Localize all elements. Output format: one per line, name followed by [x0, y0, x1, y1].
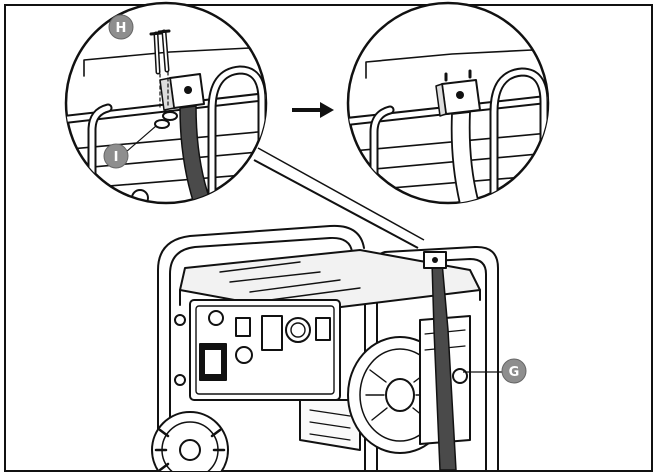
- callout-i: I: [103, 125, 157, 169]
- panel-knob-1: [208, 310, 224, 326]
- panel-bolt-1: [174, 314, 186, 326]
- callout-h-badge: [108, 14, 134, 40]
- bracket-pin: [184, 86, 193, 94]
- tube-curve-inner-after: [491, 69, 547, 203]
- bolt-heads: [149, 29, 171, 36]
- top-cover-ribs: [219, 261, 361, 301]
- tube-left-inner: [89, 105, 111, 203]
- tube-left-inner-after: [371, 107, 393, 203]
- wheel-hub: [179, 439, 201, 461]
- bolt-guide-lines: [159, 71, 169, 109]
- detail-before-view: [66, 29, 266, 203]
- panel-switch: [235, 317, 251, 337]
- panel-fuel-knob: [235, 346, 253, 364]
- frame-tube-back-inner: [169, 236, 353, 471]
- panel-outlet-round-inner: [290, 322, 306, 338]
- bracket-bolt-main: [432, 257, 438, 263]
- wheel-tread: [154, 428, 226, 471]
- panel-bolt-2: [174, 374, 186, 386]
- bolt-tops-installed: [444, 69, 472, 82]
- control-panel-inset: [195, 305, 335, 395]
- engine-fins: [309, 409, 351, 441]
- panel-outlet-strip: [261, 315, 283, 351]
- callout-i-badge: [103, 143, 129, 169]
- bracket-pin-installed: [456, 91, 464, 99]
- callout-h: H: [108, 14, 134, 40]
- panel-outlet-round: [285, 317, 311, 343]
- callout-g-label: G: [509, 365, 520, 380]
- callout-i-label: I: [114, 150, 119, 165]
- callout-g: G: [463, 358, 527, 384]
- bolts-h-highlight: [155, 31, 168, 73]
- zoom-leader-line-2: [257, 147, 425, 241]
- wheel: [151, 411, 229, 471]
- bracket-plate-installed: [435, 83, 447, 117]
- panel-recoil-handle-window: [205, 350, 221, 374]
- callout-g-badge: [501, 358, 527, 384]
- tube-curve-inner: [209, 67, 265, 203]
- nut-2: [162, 111, 178, 121]
- tank-bolt: [452, 368, 468, 384]
- nut-1: [154, 119, 170, 129]
- panel-outlet-small: [315, 317, 331, 341]
- generator-main-view: [151, 224, 499, 471]
- callout-h-label: H: [116, 21, 127, 36]
- bracket-plate: [159, 77, 175, 111]
- before-after-arrow: [292, 102, 334, 118]
- zoom-leader-line-1: [253, 159, 419, 249]
- alternator-hub: [385, 378, 415, 412]
- callout-i-leader: [125, 125, 157, 153]
- frame-tube-back: [157, 224, 365, 471]
